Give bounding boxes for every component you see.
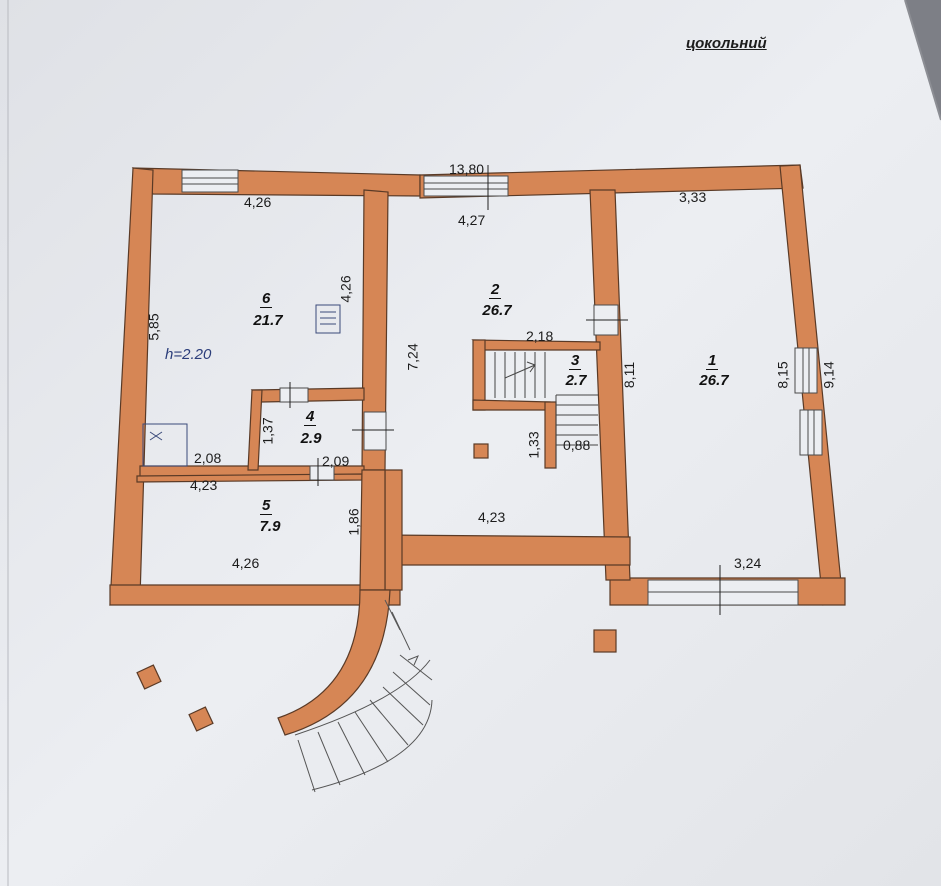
floor-title: цокольний: [686, 35, 767, 52]
dim-r4-bottom: 2,09: [322, 453, 350, 469]
door-room2-room4: [363, 411, 387, 451]
window-room2: [423, 175, 509, 197]
wall-bottom-left: [109, 584, 401, 606]
dim-r6-right: 4,26: [337, 275, 354, 303]
shower-icon: [142, 423, 188, 467]
wall-room2-bottom: [382, 534, 631, 566]
room-5-number: 5: [260, 497, 273, 515]
room-1-area: 26.7: [699, 372, 729, 389]
door-room6-room4: [279, 387, 309, 403]
dimension-ticks: [289, 165, 721, 615]
wall-partition-2-1: [589, 189, 631, 581]
dim-r3-right: 8,11: [621, 361, 638, 389]
dim-r5-right: 1,86: [345, 508, 362, 536]
wall-room4-left: [247, 389, 263, 471]
window-room1-a: [794, 347, 818, 394]
dim-r1-bottom: 3,24: [734, 555, 762, 571]
dim-overall-width: 13,80: [449, 161, 485, 177]
wall-top-right: [419, 164, 804, 199]
room-6-number: 6: [260, 290, 273, 308]
boiler-icon: [315, 304, 341, 334]
pillar-1: [136, 664, 162, 690]
dim-stair-top: 2,18: [526, 328, 554, 344]
dim-r5-bottom: 4,26: [232, 555, 260, 571]
dim-r2-left: 7,24: [404, 343, 421, 371]
dim-r6-top: 4,26: [244, 194, 272, 210]
pillar-2: [188, 706, 214, 732]
room-3-number: 3: [569, 352, 582, 370]
wall-step: [384, 469, 403, 591]
room-2-area: 26.7: [482, 302, 512, 319]
dim-r2-bottom: 4,23: [478, 509, 506, 525]
wall-stair-mid: [472, 399, 551, 411]
window-room6: [181, 169, 239, 193]
ceiling-height-label: h=2.20: [165, 346, 212, 363]
door-room4-room5: [309, 465, 335, 481]
dim-r4-left: 1,37: [259, 417, 276, 445]
wall-curved-stair: [277, 589, 391, 736]
dim-r1-top: 3,33: [679, 189, 707, 205]
window-room1-b: [799, 409, 823, 456]
dim-r5-top: 4,23: [190, 477, 218, 493]
dim-r1-right: 9,14: [820, 361, 837, 389]
windows: [181, 169, 823, 606]
fixture-symbols: [142, 304, 341, 467]
curved-stair-treads: [294, 599, 433, 793]
room-3-area: 2.7: [565, 372, 587, 389]
wall-stair-drop: [544, 401, 557, 469]
paper-edge-right: [904, 0, 941, 121]
stair-treads: [494, 352, 598, 468]
room-5-area: 7.9: [259, 518, 281, 535]
dim-r2-top: 4,27: [458, 212, 486, 228]
pillar-4: [473, 443, 489, 459]
pillar-3: [593, 629, 617, 653]
dim-r1-left: 8,15: [774, 361, 791, 389]
dim-stair-bottom: 0,88: [563, 437, 591, 453]
dim-stair-left: 1,33: [525, 431, 542, 459]
room-2-number: 2: [489, 281, 502, 299]
room-1-number: 1: [706, 352, 719, 370]
room-6-area: 21.7: [253, 312, 283, 329]
dim-r6-left: 5,85: [145, 313, 162, 341]
room-4-area: 2.9: [300, 430, 322, 447]
wall-room5-right: [359, 469, 386, 591]
dim-r6-bottom: 2,08: [194, 450, 222, 466]
room-4-number: 4: [304, 408, 317, 426]
